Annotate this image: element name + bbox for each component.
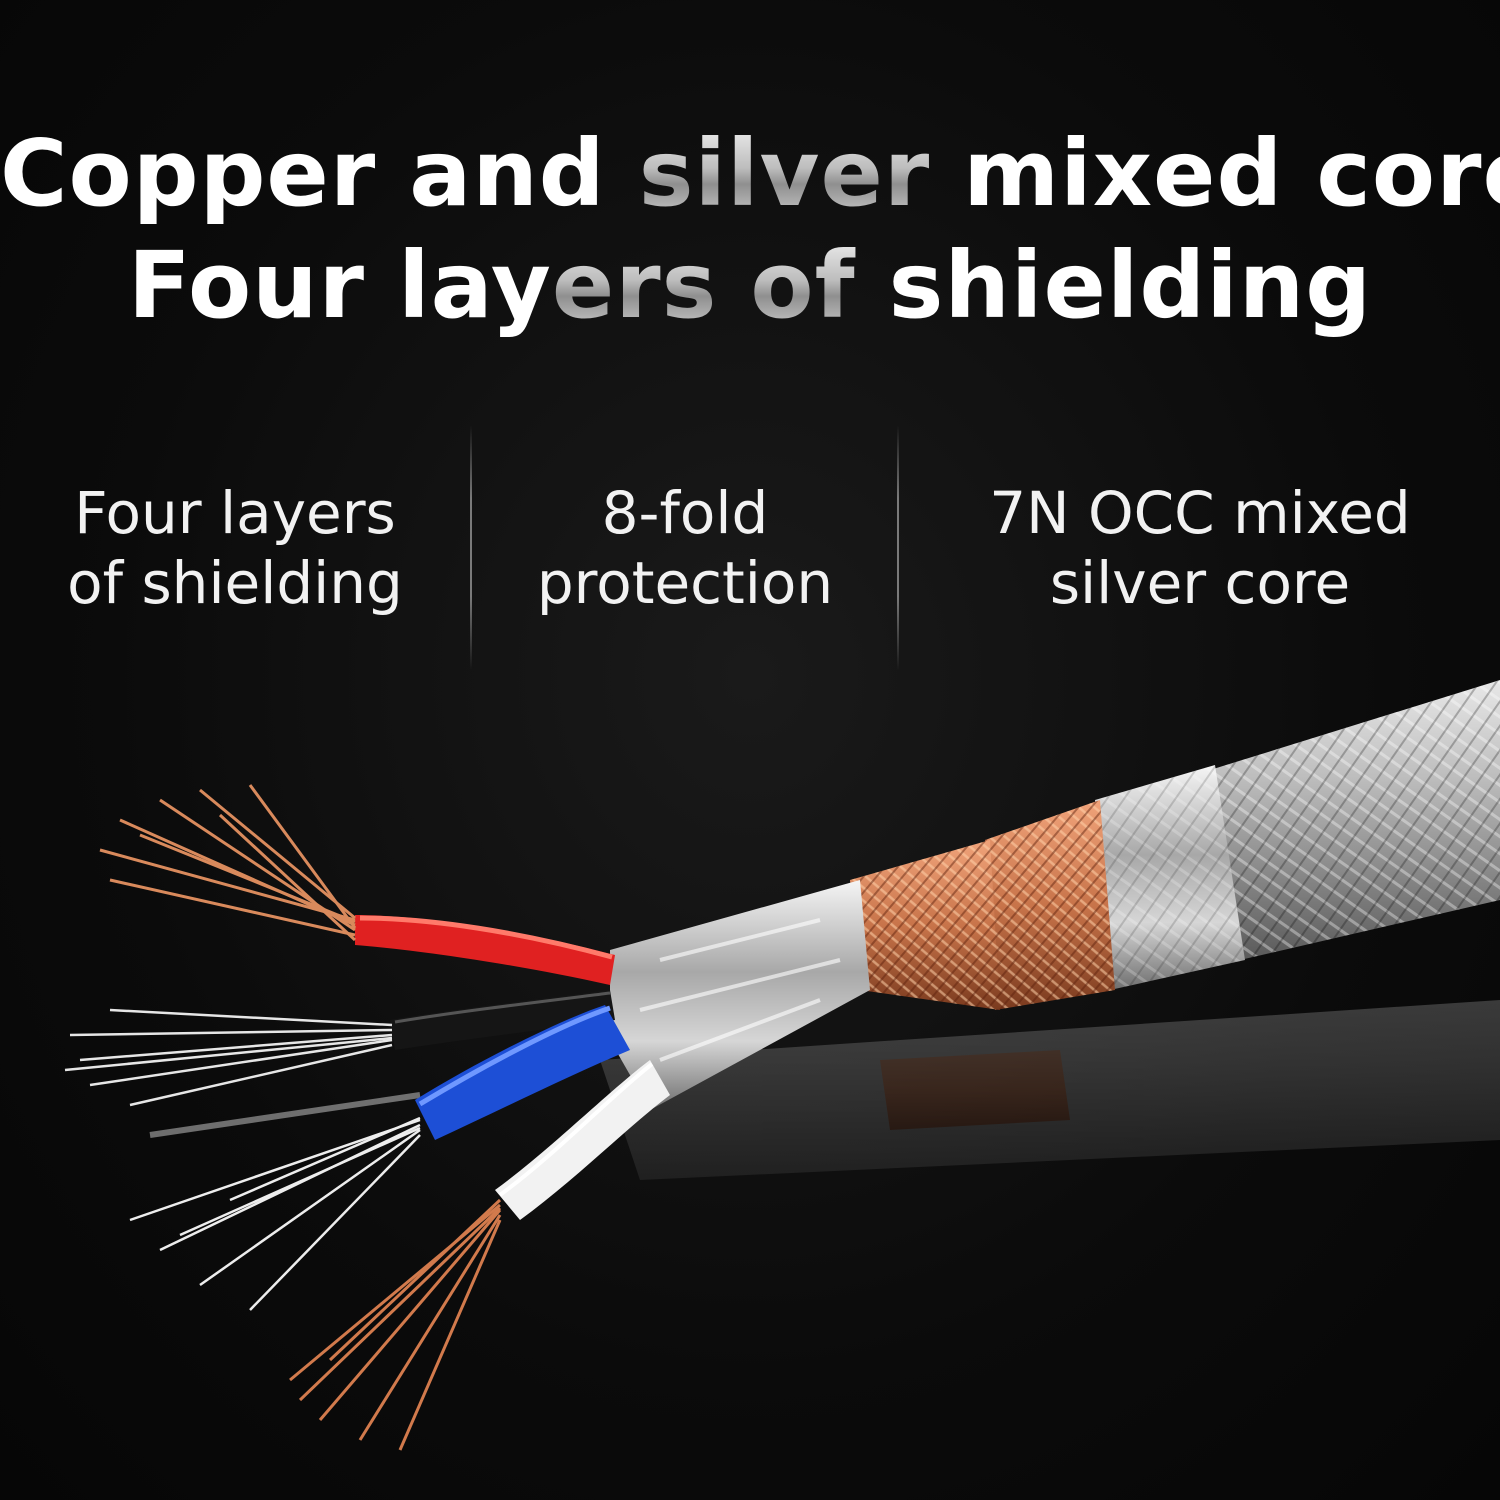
feature-row: Four layers of shielding 8-fold protecti… [0, 425, 1500, 670]
feature-protection: 8-fold protection [480, 478, 890, 618]
foil-shield-inner [610, 880, 870, 1110]
headline-line-2: Four layers of shielding [0, 230, 1500, 342]
divider [897, 425, 899, 670]
feature-core: 7N OCC mixed silver core [905, 478, 1495, 618]
cable-illustration [64, 680, 1500, 1451]
headline-text: mixed core [930, 120, 1500, 227]
outer-jacket [1210, 680, 1500, 960]
headline-text-silver: silver [638, 120, 931, 227]
feature-label: protection [536, 549, 834, 617]
feature-label: Four layers [74, 479, 396, 547]
headline: Copper and silver mixed core Four layers… [0, 118, 1500, 342]
feature-label: 8-fold [601, 479, 769, 547]
black-conductor [64, 990, 615, 1138]
headline-text-silver: ers of [551, 232, 856, 339]
feature-label: silver core [1049, 549, 1351, 617]
feature-shielding: Four layers of shielding [20, 478, 450, 618]
headline-line-1: Copper and silver mixed core [0, 118, 1500, 230]
blue-conductor [129, 1005, 630, 1311]
red-conductor [99, 784, 615, 985]
feature-label: 7N OCC mixed [989, 479, 1411, 547]
headline-text: Four lay [127, 232, 552, 339]
white-conductor [289, 1060, 670, 1451]
feature-label: of shielding [67, 549, 403, 617]
headline-text: Copper and [0, 120, 639, 227]
headline-text: shielding [855, 232, 1373, 339]
copper-braid-inner [850, 840, 1000, 1010]
divider [470, 425, 472, 670]
cable-reflection [600, 1000, 1500, 1180]
copper-braid-outer [985, 800, 1115, 1010]
foil-shield-outer [1095, 765, 1245, 990]
